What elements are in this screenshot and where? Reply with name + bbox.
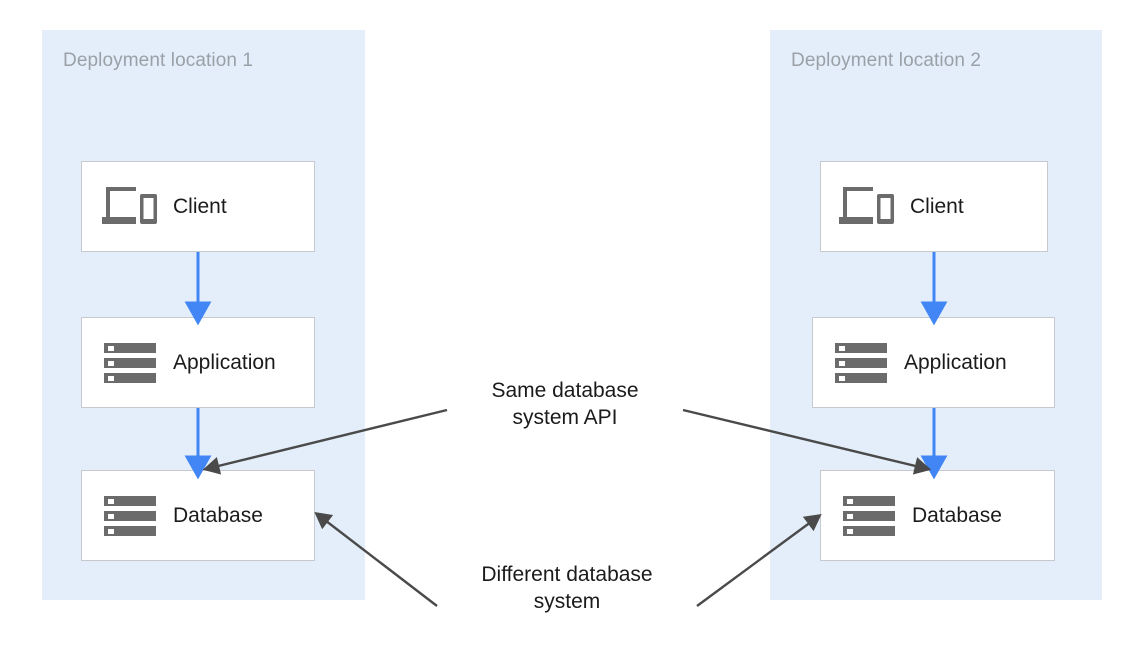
node-application-left[interactable]: Application [81, 317, 315, 408]
node-client-right[interactable]: Client [820, 161, 1048, 252]
deployment-zone-2-label: Deployment location 2 [791, 50, 982, 71]
server-stack-icon [101, 494, 159, 538]
devices-icon [101, 183, 159, 231]
node-client-left[interactable]: Client [81, 161, 315, 252]
node-database-right-label: Database [912, 503, 1002, 527]
server-stack-icon [840, 494, 898, 538]
node-client-right-label: Client [910, 194, 964, 218]
server-stack-icon [101, 341, 159, 385]
node-database-left[interactable]: Database [81, 470, 315, 561]
annotation-different-system-line-1: Different database [481, 563, 653, 586]
server-stack-icon [832, 341, 890, 385]
annotation-different-system-line-2: system [533, 589, 601, 613]
annotation-different-database-system: Different database system [450, 562, 684, 616]
devices-icon [838, 183, 896, 231]
node-application-right[interactable]: Application [812, 317, 1055, 408]
annotation-same-database-system-api: Same database system API [455, 378, 675, 432]
deployment-zone-1-label: Deployment location 1 [63, 50, 254, 71]
annotation-same-api-line-1: Same database [491, 379, 639, 402]
annotation-same-api-line-2: system API [512, 405, 618, 429]
node-database-left-label: Database [173, 503, 263, 527]
node-application-right-label: Application [904, 350, 1007, 374]
node-database-right[interactable]: Database [820, 470, 1055, 561]
node-client-left-label: Client [173, 194, 227, 218]
node-application-left-label: Application [173, 350, 276, 374]
